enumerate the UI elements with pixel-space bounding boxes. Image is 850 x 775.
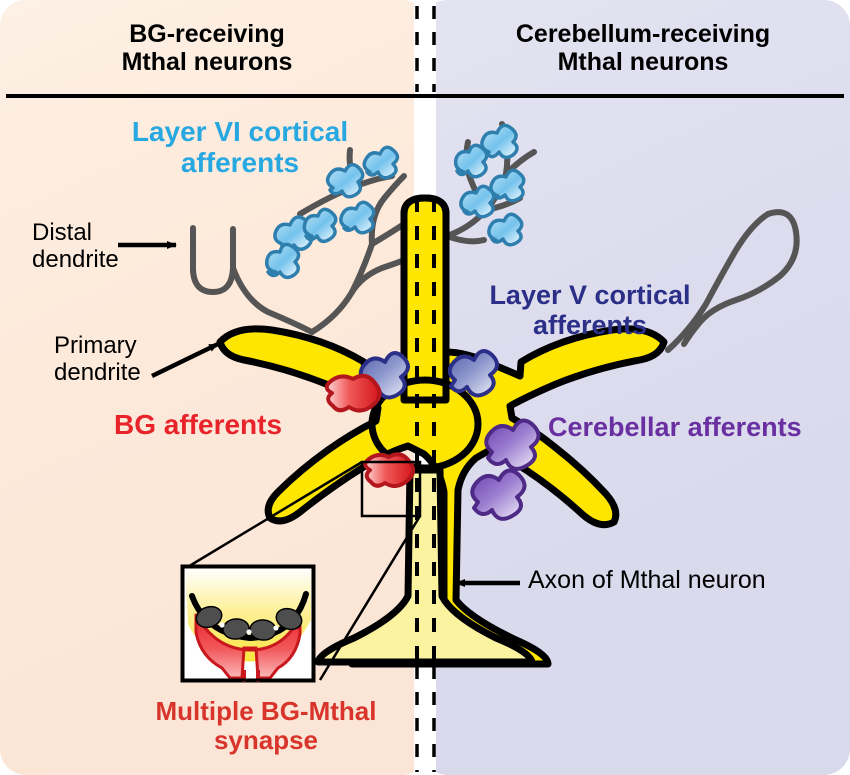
inset-presynaptic-bouton [194, 613, 302, 680]
label-bg-afferents: BG afferents [114, 409, 283, 440]
cerebellar-terminals [470, 418, 541, 521]
midline-dashed-bottom [415, 666, 436, 772]
layer-vi-terminals-left [264, 145, 400, 280]
label-cerebellar-afferents: Cerebellar afferents [548, 412, 802, 442]
panel-right-background [422, 0, 850, 775]
inset-connector-lines [185, 460, 422, 681]
label-primary-dendrite: Primary dendrite [54, 332, 141, 386]
label-distal-dendrite: Distal dendrite [32, 219, 119, 273]
inset-zoom-box-small [360, 460, 422, 518]
inset-active-zones [195, 605, 303, 641]
soma-nucleus [368, 376, 482, 472]
label-layer-v-afferents: Layer V cortical afferents [489, 280, 691, 341]
panel-left-background [0, 0, 428, 775]
inset-synapse-panel [180, 564, 316, 683]
panel-left-title: BG-receiving Mthal neurons [121, 20, 293, 76]
layer-vi-terminals-right [453, 123, 526, 247]
label-layer-vi-afferents: Layer VI cortical afferents [131, 116, 349, 179]
inset-cleft-dots [219, 622, 279, 635]
leader-arrows [118, 241, 520, 587]
midline-dashed-body [415, 198, 436, 668]
panel-right-title: Cerebellum-receiving Mthal neurons [515, 20, 771, 76]
apical-trunk [400, 194, 450, 404]
arrow-primary-dendrite [151, 341, 219, 379]
axon-terminal-flare [314, 466, 536, 666]
label-axon-of-mthal-neuron: Axon of Mthal neuron [528, 566, 766, 594]
label-inset-caption: Multiple BG-Mthal synapse [155, 696, 377, 756]
